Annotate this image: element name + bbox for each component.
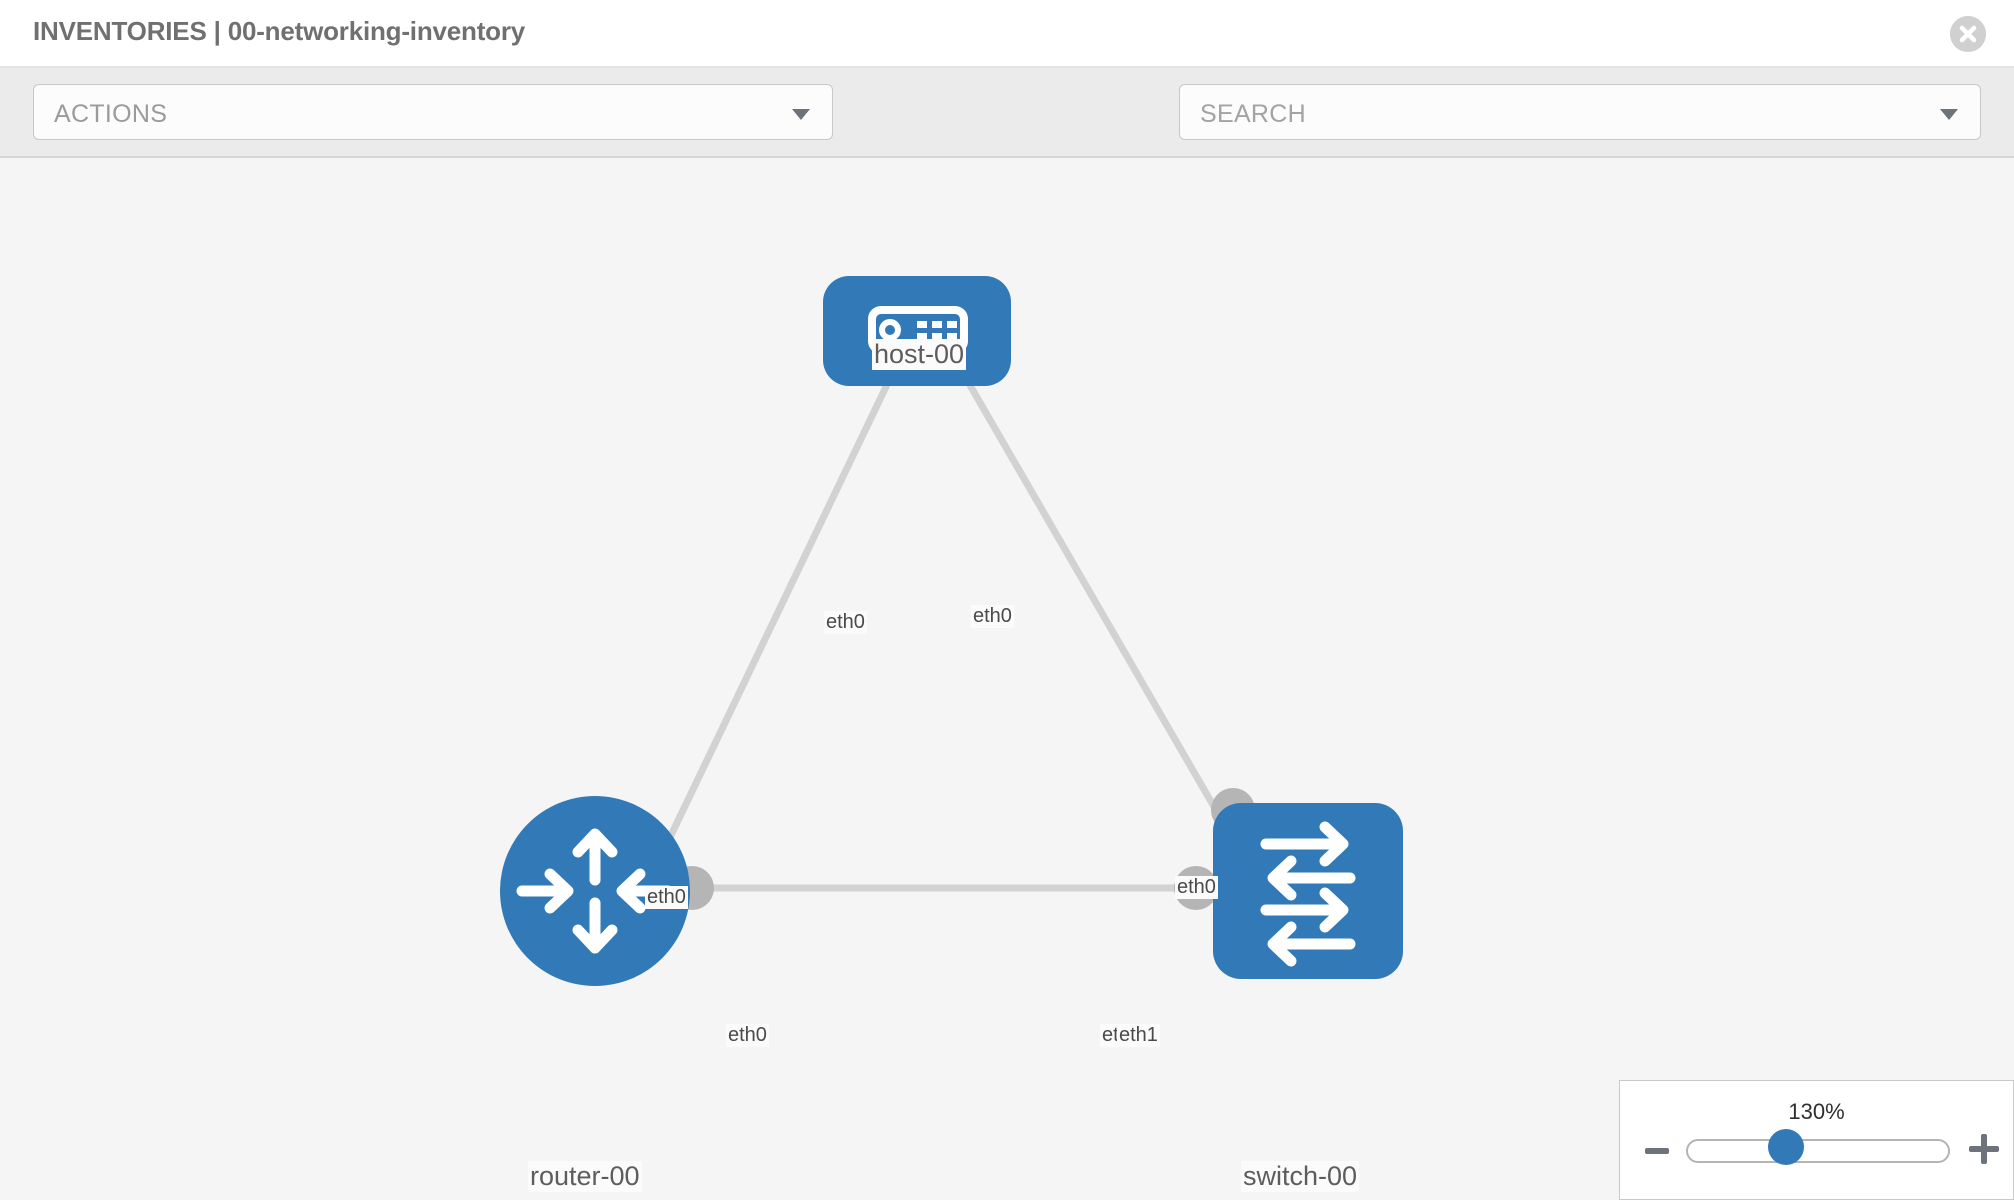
zoom-control-panel: 130% bbox=[1619, 1080, 2014, 1200]
iface-label-switch-eth1: eth1 bbox=[1117, 1024, 1160, 1047]
topology-ports bbox=[670, 332, 1255, 910]
topology-edges bbox=[636, 366, 1272, 902]
edge-host-router bbox=[636, 366, 899, 902]
minus-icon[interactable] bbox=[1644, 1138, 1670, 1164]
iface-label-switch-uplink: eth0 bbox=[1175, 876, 1218, 899]
zoom-level-value: 130% bbox=[1788, 1099, 1845, 1124]
node-router-00 bbox=[500, 796, 690, 986]
topology-canvas[interactable]: host-00 router-00 switch-00 eth0 eth0 et… bbox=[0, 158, 2014, 1200]
zoom-slider-track[interactable] bbox=[1686, 1139, 1950, 1163]
page-header: INVENTORIES | 00-networking-inventory bbox=[0, 0, 2014, 68]
node-label-switch-00: switch-00 bbox=[1241, 1161, 1360, 1192]
plus-icon[interactable] bbox=[1969, 1134, 1999, 1164]
search-input-placeholder: SEARCH bbox=[1200, 100, 1306, 128]
node-switch-00 bbox=[1213, 803, 1403, 979]
switch-arrows-icon bbox=[1260, 821, 1356, 967]
search-input[interactable]: SEARCH bbox=[1179, 84, 1981, 140]
iface-label-host-right: eth0 bbox=[971, 605, 1014, 628]
chevron-down-icon bbox=[1940, 109, 1958, 120]
actions-dropdown[interactable]: ACTIONS bbox=[33, 84, 833, 140]
node-label-router-00: router-00 bbox=[528, 1161, 642, 1192]
iface-label-router-eth0: eth0 bbox=[726, 1024, 769, 1047]
close-icon[interactable] bbox=[1950, 16, 1986, 52]
zoom-slider-thumb[interactable] bbox=[1768, 1129, 1804, 1165]
actions-dropdown-label: ACTIONS bbox=[54, 100, 168, 128]
node-label-host-00: host-00 bbox=[872, 339, 967, 370]
page-title: INVENTORIES | 00-networking-inventory bbox=[33, 16, 526, 46]
topology-graph bbox=[500, 276, 1403, 986]
iface-label-router-uplink: eth0 bbox=[645, 886, 688, 909]
toolbar: ACTIONS SEARCH bbox=[0, 68, 2014, 198]
chevron-down-icon bbox=[792, 109, 810, 120]
iface-label-host-left: eth0 bbox=[824, 611, 867, 634]
